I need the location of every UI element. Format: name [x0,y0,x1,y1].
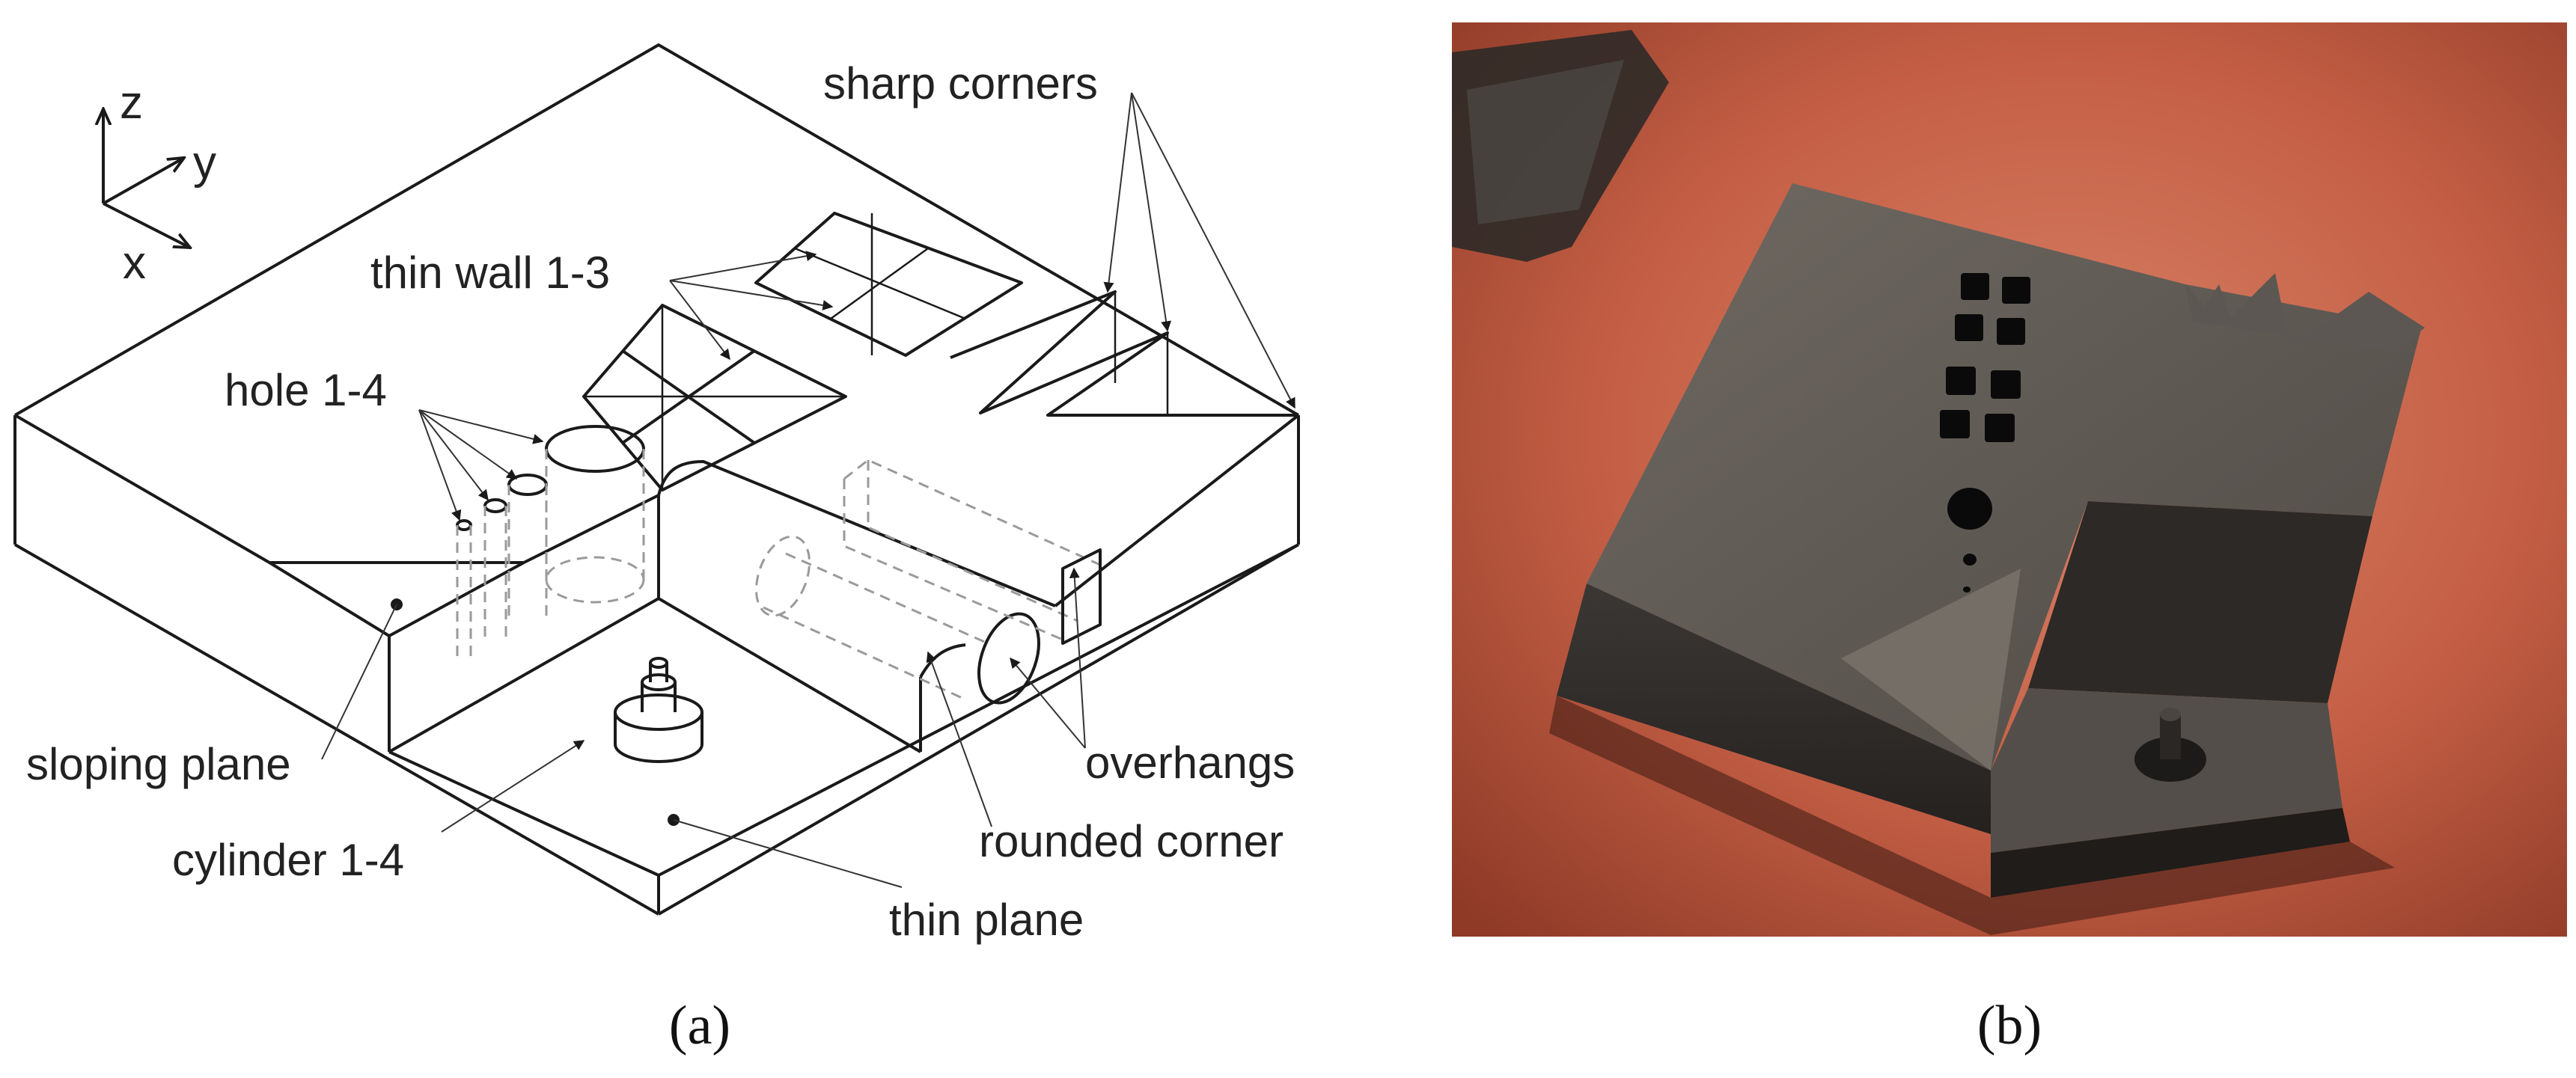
axis-label-x: x [123,237,146,289]
thin-wall-outer [582,304,847,491]
leader-rounded-corner [926,651,992,827]
hole-3 [483,498,507,513]
part-left-face [1557,584,1991,834]
thin-wall-small-outer [754,212,1023,357]
leader-cylinder [441,740,585,833]
thin-wall-grid-large [582,304,847,491]
leader-hole-1 [418,409,544,444]
cylinder-mid-top [641,673,677,691]
cylinder-base-top [614,693,703,731]
top-face-back-edges [14,43,1300,417]
sharp-corners-zigzag [950,290,1298,417]
label-thin-plane: thin plane [889,895,1084,945]
channel-rounded-front-edge [919,643,966,678]
rect-overhang-opening [1061,548,1102,645]
part-top-face [1587,183,2421,771]
label-overhangs: overhangs [1085,738,1295,788]
part-sharp-corners [2185,273,2425,352]
hole-1-hidden-shaft [545,449,645,580]
photo-cylinder-stem [2160,714,2181,759]
leader-overhang-2 [1069,567,1086,749]
hole-1-hidden-bottom [545,556,645,604]
leader-hole-3 [418,409,489,501]
photo-hole-r4c2 [1985,414,2015,442]
leader-hole-4 [418,409,462,521]
channel-rounded-top-edge [657,460,1056,607]
label-hole: hole 1-4 [225,365,387,415]
leader-lines [321,92,1295,888]
leader-sharp-corners-2 [1131,92,1172,332]
cylinder-top-cap [649,657,668,669]
photo-hole-large [1947,488,1992,530]
label-cylinder: cylinder 1-4 [172,835,404,885]
leader-sharp-corners-3 [1131,92,1295,409]
axis-label-y: y [193,137,216,189]
leader-hole-2 [418,409,518,480]
panel-a-diagram: z y x [13,43,1300,1056]
pocket-floor-front-edges [388,543,1299,877]
photo-other-part-top [1467,60,1624,224]
bottom-front-right-edge [657,543,1300,916]
photo-hole-medium [1963,554,1977,566]
x-axis-arrow [103,202,189,247]
label-thin-wall: thin wall 1-3 [370,248,610,298]
pocket-back-top-edge [388,494,659,637]
leader-thin-plane [673,819,903,888]
cylinder-boss [614,657,703,763]
leader-thin-wall-2 [669,280,834,310]
label-sloping-plane: sloping plane [26,739,291,789]
rect-overhang-channel [843,459,1102,645]
thin-wall-small-diag-2 [830,247,929,320]
photo-hole-r3c2 [1991,370,2021,399]
photo-hole-r2c2 [1997,318,2025,345]
photo-cylinder-top [2160,708,2181,721]
photo-hole-r1c1 [1961,273,1989,300]
photo-hole-small [1963,587,1971,592]
caption-a: (a) [669,995,730,1056]
hole-2-hidden-shaft [507,485,548,621]
hole-3-hidden-shaft [483,506,507,643]
block-outline [13,43,1300,916]
panel-b-photo: (b) [1452,22,2567,1056]
rounded-channel [657,460,1056,705]
caption-b: (b) [1977,995,2042,1056]
y-axis-arrow [103,159,183,205]
channel-hidden-edges [763,552,989,701]
leader-sharp-corners-1 [1103,92,1132,293]
photo-hole-r2c1 [1955,314,1983,341]
photo-hole-r3c1 [1946,367,1976,395]
hole-4-hidden-shaft [456,525,472,662]
left-upper-front-edge [13,414,391,637]
diagram-labels: sharp corners thin wall 1-3 hole 1-4 slo… [26,58,1295,945]
rect-channel-hidden-edges [843,459,1101,641]
channel-overhang-opening [977,612,1040,705]
part-shadow [1549,696,2395,935]
holes [456,425,645,662]
cylinder-base-side [614,712,703,763]
right-upper-front-edge [1054,414,1300,607]
part-front-edge [1991,808,2350,898]
part-sloping-plane [1841,569,2021,771]
cylinder-top-side [649,663,668,682]
part-pocket-wall [2028,501,2372,703]
axis-label-z: z [120,77,143,129]
axis-triad: z y x [103,77,216,289]
label-rounded-corner: rounded corner [979,816,1284,866]
leader-sloping-plane [321,604,397,760]
cylinder-mid-side [641,682,677,712]
leader-thin-wall-1 [669,251,817,281]
part-thin-wall-holes [1940,273,2030,442]
label-sharp-corners: sharp corners [823,58,1098,108]
photo-printed-part [1549,183,2425,935]
leader-thin-wall-3 [669,280,730,361]
channel-hidden-end [755,535,811,617]
hole-4 [456,519,472,531]
photo-hole-r1c2 [2002,277,2030,304]
leader-overhang-1 [1010,657,1086,749]
thin-wall-grid-small [754,212,1023,357]
photo-hole-r4c1 [1940,410,1970,438]
